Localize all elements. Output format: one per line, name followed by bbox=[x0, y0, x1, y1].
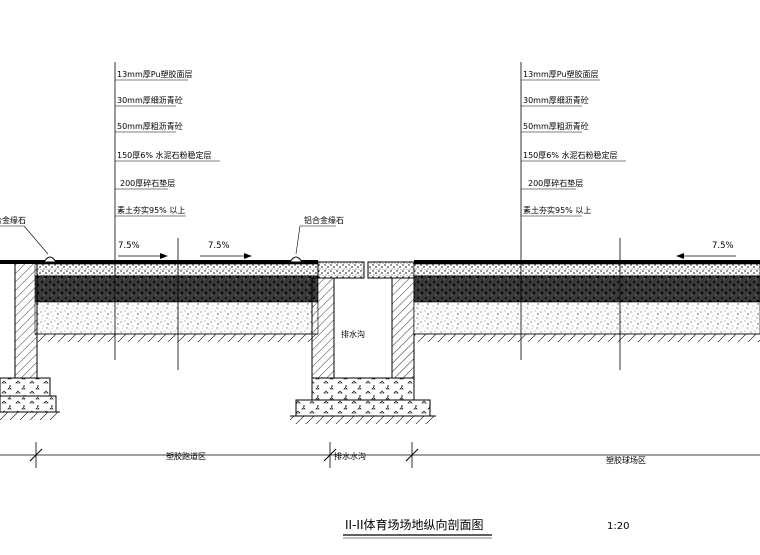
callout-right-1: 13mm厚Pu塑胶面层 bbox=[523, 69, 599, 79]
curb-label-right: 铝合金缘石 bbox=[304, 215, 344, 225]
slope-3: 7.5% bbox=[712, 241, 734, 251]
dimension-label-3: 塑胶球场区 bbox=[606, 455, 646, 465]
slope-markers: 7.5% 7.5% 7.5% bbox=[118, 241, 736, 259]
dimension-line: 塑胶跑道区 排水水沟 塑胶球场区 bbox=[0, 442, 760, 468]
callouts-right: 13mm厚Pu塑胶面层 30mm厚细沥青砼 50mm厚粗沥青砼 150厚6% 水… bbox=[521, 69, 626, 217]
dimension-label-2: 排水水沟 bbox=[334, 451, 366, 461]
callout-left-3: 50mm厚粗沥青砼 bbox=[117, 121, 183, 131]
callout-right-5: 200厚碎石垫层 bbox=[528, 178, 583, 188]
scale-text: 1:20 bbox=[607, 521, 629, 532]
slope-1: 7.5% bbox=[118, 241, 140, 251]
callout-right-2: 30mm厚细沥青砼 bbox=[523, 95, 589, 105]
callout-left-5: 200厚碎石垫层 bbox=[120, 178, 175, 188]
callout-left-2: 30mm厚细沥青砼 bbox=[117, 95, 183, 105]
dimension-label-1: 塑胶跑道区 bbox=[166, 451, 206, 461]
curb-left bbox=[43, 256, 57, 263]
callout-left-4: 150厚6% 水泥石粉稳定层 bbox=[117, 150, 212, 160]
drain-trench: 排水沟 bbox=[290, 261, 436, 424]
curb-label-left: 铝合金缘石 bbox=[0, 215, 26, 225]
left-wall bbox=[0, 261, 60, 420]
title-text: II-II体育场场地纵向剖面图 bbox=[345, 517, 484, 532]
curb-callouts: 铝合金缘石 铝合金缘石 bbox=[0, 215, 344, 255]
callouts-left: 13mm厚Pu塑胶面层 30mm厚细沥青砼 50mm厚粗沥青砼 150厚6% 水… bbox=[115, 69, 220, 217]
callout-right-6: 素土夯实95% 以上 bbox=[523, 205, 591, 215]
callout-left-6: 素土夯实95% 以上 bbox=[117, 205, 185, 215]
right-pavement bbox=[413, 260, 760, 342]
callout-right-3: 50mm厚粗沥青砼 bbox=[523, 121, 589, 131]
leader-lines bbox=[114, 62, 621, 370]
drawing-title: II-II体育场场地纵向剖面图 1:20 bbox=[343, 517, 629, 539]
trench-label: 排水沟 bbox=[341, 329, 365, 339]
left-pavement bbox=[0, 260, 319, 342]
curb-right bbox=[289, 256, 303, 263]
callout-right-4: 150厚6% 水泥石粉稳定层 bbox=[523, 150, 618, 160]
callout-left-1: 13mm厚Pu塑胶面层 bbox=[117, 69, 193, 79]
slope-2: 7.5% bbox=[208, 241, 230, 251]
